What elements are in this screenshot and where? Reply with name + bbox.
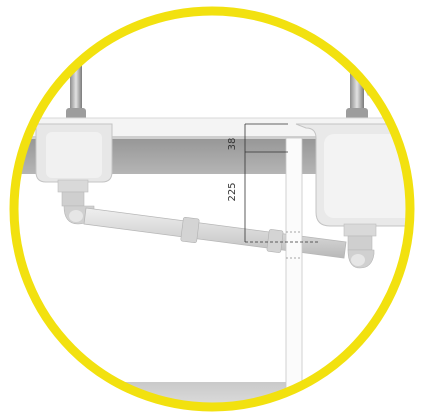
circular-frame <box>9 6 415 412</box>
measurement-board <box>285 137 303 407</box>
right-drain-fitting <box>343 223 377 269</box>
dimension-label-drop-height: 225 <box>227 182 238 201</box>
pipe-joint <box>266 229 284 253</box>
drain-pipe <box>83 207 347 259</box>
dimension-lines: 38 225 <box>227 123 318 243</box>
dimension-label-top-gap: 38 <box>227 138 238 151</box>
cabinet-base <box>14 382 410 407</box>
right-sink-bowl <box>295 123 410 227</box>
pipe-coupling <box>180 217 200 243</box>
countertop-edge <box>14 136 410 139</box>
left-sink-bowl <box>35 123 113 183</box>
